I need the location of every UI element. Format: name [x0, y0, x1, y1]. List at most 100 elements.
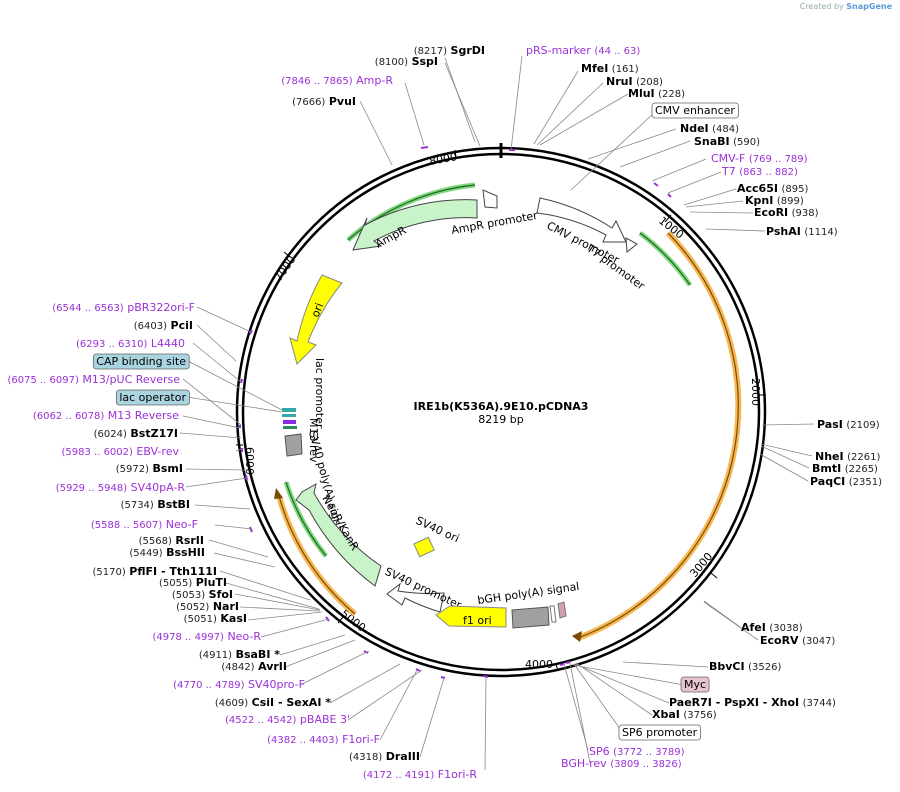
nhei-position: (2261): [847, 452, 880, 463]
label-snabi: SnaBI (590): [694, 135, 760, 148]
sv40pa-r-label-text: (5929 .. 5948) SV40pA-R: [56, 481, 186, 494]
f1ori-r-position: (4172 .. 4191): [363, 770, 435, 781]
l4440-label-text: (6293 .. 6310) L4440: [76, 337, 185, 350]
mfei-label-text: MfeI (161): [581, 62, 639, 75]
label-bgh-rev: BGH-rev (3809 .. 3826): [561, 757, 682, 770]
pcii-name: PciI: [171, 319, 193, 332]
ecorv-label-text: EcoRV (3047): [760, 634, 835, 647]
ruler: 1000 2000 3000 4000 5000 6000 7000 8000: [236, 149, 766, 672]
lac-promoter-mark: [283, 426, 297, 429]
label-sv40pa-r: (5929 .. 5948) SV40pA-R: [56, 481, 186, 494]
bgh-box: [511, 606, 550, 629]
mlui-position: (228): [658, 89, 685, 100]
ampr-promoter-arrow: [482, 189, 498, 209]
pshai-position: (1114): [804, 227, 837, 238]
nrui-position: (208): [636, 77, 663, 88]
neo-arrow: [295, 483, 382, 587]
lac-operator-mark: [282, 408, 296, 412]
label-kasi: (5051) KasI: [184, 612, 247, 625]
pasi-name: PasI: [817, 418, 843, 431]
label-sv40pro-f: (4770 .. 4789) SV40pro-F: [173, 678, 305, 691]
avrii-position: (4842): [221, 662, 254, 673]
cap-binding-site-label-text: CAP binding site: [96, 355, 186, 368]
label-lac-operator: lac operator: [115, 389, 190, 406]
label-acc65i: Acc65I (895): [737, 182, 808, 195]
cmv-enhancer-box: [651, 102, 739, 119]
t7-promoter-arrow: [625, 237, 638, 253]
sv40-ori-box: [413, 536, 435, 558]
pvui-name: PvuI: [329, 95, 356, 108]
label-ecorv: EcoRV (3047): [760, 634, 835, 647]
bsshii-name: BssHII: [166, 546, 205, 559]
snabi-label-text: SnaBI (590): [694, 135, 760, 148]
label-prs-marker: pRS-marker (44 .. 63): [526, 44, 640, 57]
avrii-label-text: (4842) AvrII: [221, 660, 287, 673]
t7-label-text: T7 (863 .. 882): [721, 165, 798, 178]
insert-arc-2-head: [274, 488, 283, 499]
ori-arrow: [289, 274, 343, 365]
leader-lines: [179, 55, 815, 771]
sp6-label-text: SP6 (3772 .. 3789): [589, 745, 685, 758]
label-paer7i-pspxi-xhoi: PaeR7I - PspXI - XhoI (3744): [669, 696, 836, 709]
paqci-position: (2351): [849, 477, 882, 488]
sv40pa-r-name: SV40pA-R: [131, 481, 186, 494]
cmv-f-label-text: CMV-F (769 .. 789): [711, 152, 808, 165]
kpni-name: KpnI: [745, 194, 773, 207]
pvui-label-text: (7666) PvuI: [292, 95, 356, 108]
label-myc: Myc: [680, 676, 710, 693]
f1ori-f-name: F1ori-F: [342, 733, 380, 746]
myc-box: [680, 676, 710, 693]
sp6-mark: [549, 605, 557, 623]
ecorv-position: (3047): [802, 636, 835, 647]
sv40-polya-box: [284, 433, 303, 457]
neo-f-position: (5588 .. 5607): [91, 520, 163, 531]
csii-sexai-position: (4609): [215, 698, 248, 709]
label-pvui: (7666) PvuI: [292, 95, 356, 108]
sv40pa-r-position: (5929 .. 5948): [56, 483, 128, 494]
paer7i-pspxi-xhoi-name: PaeR7I - PspXI - XhoI: [669, 696, 799, 709]
label-f1ori-f: (4382 .. 4403) F1ori-F: [267, 733, 380, 746]
draiii-name: DraIII: [386, 750, 420, 763]
sp6-position: (3772 .. 3789): [613, 747, 685, 758]
amp-r-position: (7846 .. 7865): [281, 76, 353, 87]
pflfi-tth111i-position: (5170): [93, 567, 126, 578]
cap-site-mark: [282, 414, 296, 417]
bmti-position: (2265): [845, 464, 878, 475]
bbvci-label-text: BbvCI (3526): [709, 660, 781, 673]
label-nari: (5052) NarI: [176, 600, 239, 613]
bsmi-position: (5972): [116, 464, 149, 475]
label-csii-sexai: (4609) CsiI - SexAI *: [215, 696, 331, 709]
bstbi-label-text: (5734) BstBI: [121, 498, 190, 511]
label-ndei: NdeI (484): [680, 122, 739, 135]
nari-name: NarI: [213, 600, 239, 613]
bsabi-name: BsaBI *: [236, 648, 281, 661]
insert-arc-1-line: [577, 232, 739, 639]
f1-ori-arrow: [435, 605, 507, 628]
ecori-position: (938): [792, 208, 819, 219]
ebv-rev-name: EBV-rev: [136, 445, 179, 458]
label-sp6-promoter: SP6 promoter: [618, 724, 702, 741]
draiii-label-text: (4318) DraIII: [349, 750, 420, 763]
m13-rev-label: M13 rev: [307, 418, 320, 463]
pbabe-3-position: (4522 .. 4542): [225, 715, 297, 726]
bstz17i-label-text: (6024) BstZ17I: [94, 427, 178, 440]
f1ori-f-position: (4382 .. 4403): [267, 735, 339, 746]
mfei-position: (161): [612, 64, 639, 75]
nhei-name: NheI: [815, 450, 844, 463]
pvui-position: (7666): [292, 97, 325, 108]
label-nrui: NruI (208): [606, 75, 663, 88]
paqci-name: PaqCI: [810, 475, 845, 488]
cap-binding-site-box: [92, 353, 190, 370]
label-m13-puc-reverse: (6075 .. 6097) M13/pUC Reverse: [7, 373, 180, 386]
bsshii-label-text: (5449) BssHII: [129, 546, 205, 559]
csii-sexai-label-text: (4609) CsiI - SexAI *: [215, 696, 331, 709]
pcii-label-text: (6403) PciI: [134, 319, 193, 332]
label-nhei: NheI (2261): [815, 450, 880, 463]
l4440-position: (6293 .. 6310): [76, 339, 148, 350]
t7-name: T7: [721, 165, 736, 178]
bstz17i-name: BstZ17I: [130, 427, 178, 440]
label-cmv-f: CMV-F (769 .. 789): [711, 152, 808, 165]
label-bsshii: (5449) BssHII: [129, 546, 205, 559]
t7-promoter-label: T7 promoter: [583, 241, 647, 293]
